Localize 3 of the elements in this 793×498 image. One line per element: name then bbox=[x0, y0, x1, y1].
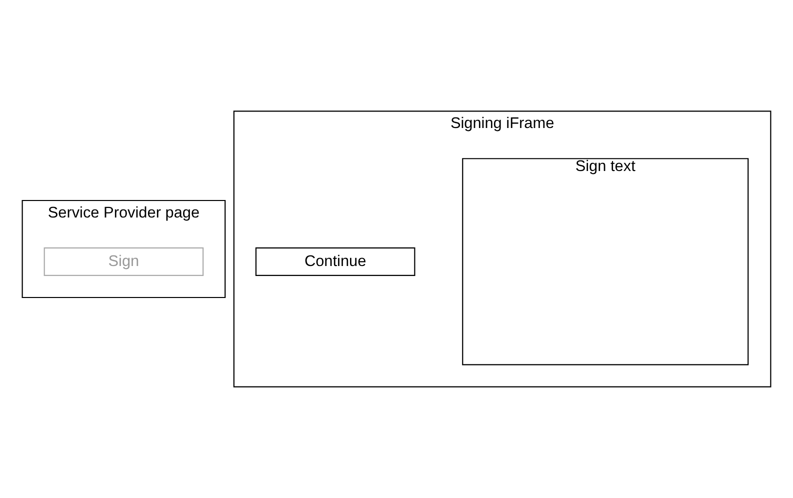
node-box: Continue bbox=[255, 247, 416, 276]
node-box: Sign bbox=[44, 247, 204, 276]
node-box: Sign text bbox=[462, 158, 749, 366]
